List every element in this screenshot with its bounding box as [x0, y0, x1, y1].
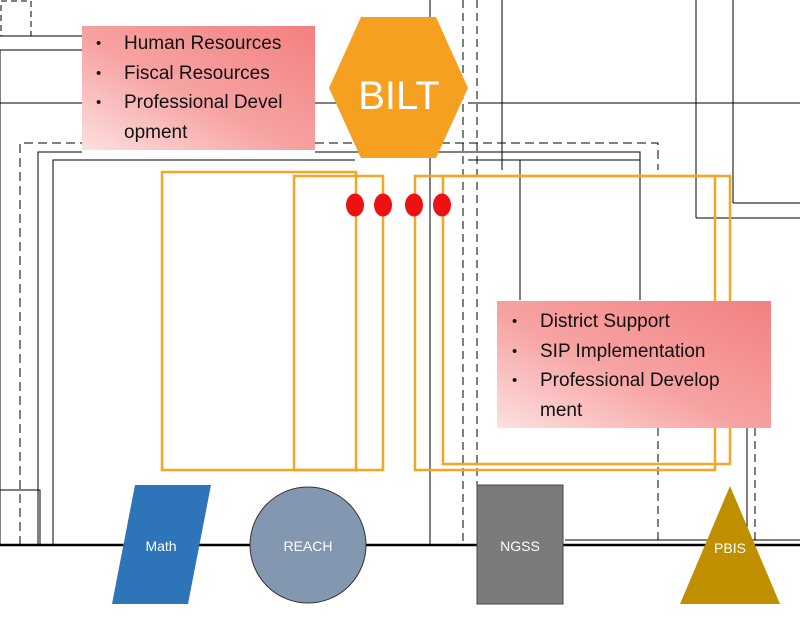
- callout-top-list: Human Resources Fiscal Resources Profess…: [82, 29, 315, 147]
- callout-right-item-district-support: District Support: [512, 307, 771, 337]
- callout-right-item-sip-implementation: SIP Implementation: [512, 337, 771, 367]
- callout-top-resources: Human Resources Fiscal Resources Profess…: [82, 26, 315, 150]
- callout-right-support: District Support SIP Implementation Prof…: [497, 301, 771, 428]
- math-parallelogram[interactable]: [112, 485, 211, 604]
- ngss-rectangle[interactable]: [476, 484, 564, 605]
- pbis-label: PBIS: [714, 540, 746, 556]
- connector-dot: [405, 193, 423, 217]
- ngss-label: NGSS: [500, 538, 540, 554]
- callout-right-item-professional-development: Professional Develop ment: [512, 366, 771, 425]
- callout-top-item-fiscal-resources: Fiscal Resources: [96, 59, 315, 89]
- reach-circle[interactable]: [249, 486, 367, 604]
- bilt-label: BILT: [358, 74, 440, 118]
- bilt-hexagon[interactable]: [329, 17, 468, 158]
- orange-box-2: [292, 174, 385, 472]
- callout-top-item-human-resources: Human Resources: [96, 29, 315, 59]
- reach-label: REACH: [283, 538, 333, 554]
- callout-right-list: District Support SIP Implementation Prof…: [497, 307, 771, 425]
- connector-dots: [346, 193, 451, 217]
- connector-dot: [433, 193, 451, 217]
- connector-dot: [346, 193, 364, 217]
- orange-box-1: [160, 170, 358, 472]
- connector-dot: [374, 193, 392, 217]
- pbis-triangle[interactable]: [680, 486, 780, 604]
- math-label: Math: [145, 538, 177, 554]
- callout-top-item-professional-development: Professional Devel opment: [96, 88, 315, 147]
